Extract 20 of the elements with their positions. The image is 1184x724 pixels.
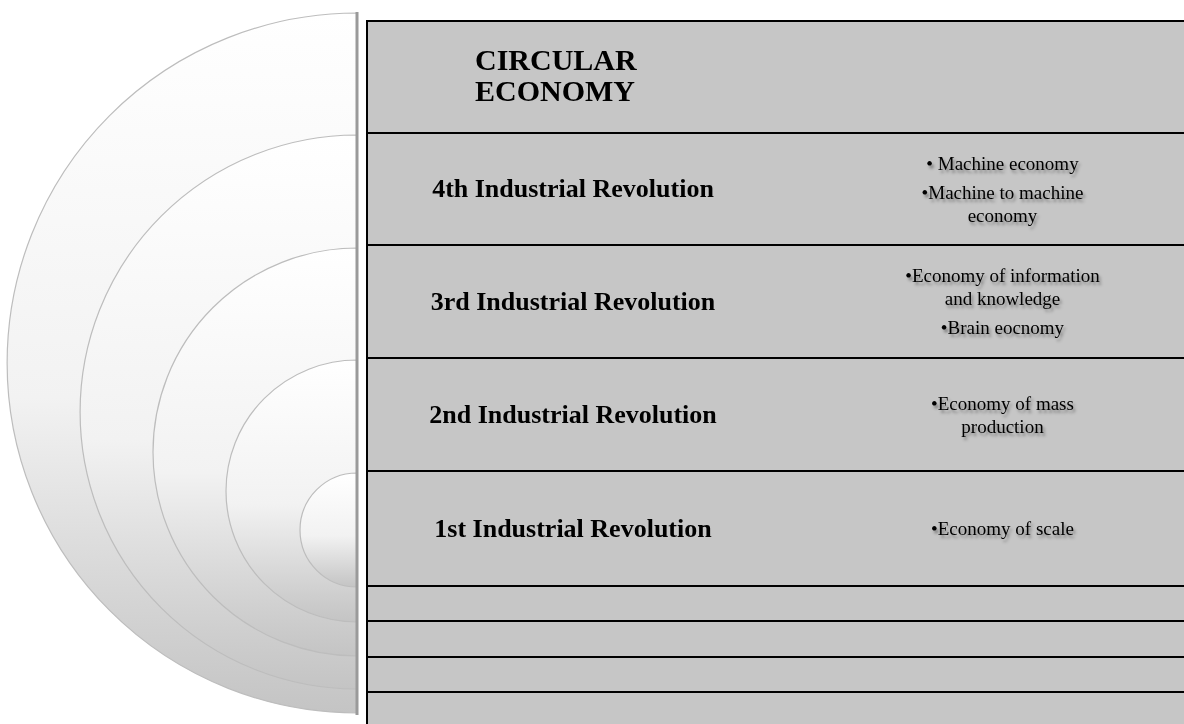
bullet-item: •Economy of scale [930, 517, 1075, 540]
empty-row [366, 656, 1184, 693]
bullet-item: • Machine economy [925, 151, 1080, 175]
table-row [366, 357, 1184, 472]
bullet-item: •Machine to machine economy [920, 180, 1085, 227]
bullet-item: •Economy of information and knowledge [904, 264, 1101, 310]
bullet-item: •Brain eocnomy [939, 316, 1066, 339]
table-row [366, 20, 1184, 134]
table-row [366, 132, 1184, 246]
bullet-item: •Economy of mass production [930, 391, 1075, 438]
heading: CIRCULAR ECONOMY [475, 44, 638, 106]
empty-row [366, 691, 1184, 724]
row-title: 4th Industrial Revolution [431, 174, 715, 204]
row-title: 3rd Industrial Revolution [429, 286, 717, 317]
empty-row [366, 585, 1184, 622]
table-row [366, 470, 1184, 587]
table-row [366, 244, 1184, 359]
row-title: 1st Industrial Revolution [433, 513, 713, 544]
row-title: 2nd Industrial Revolution [428, 399, 718, 430]
empty-row [366, 620, 1184, 658]
